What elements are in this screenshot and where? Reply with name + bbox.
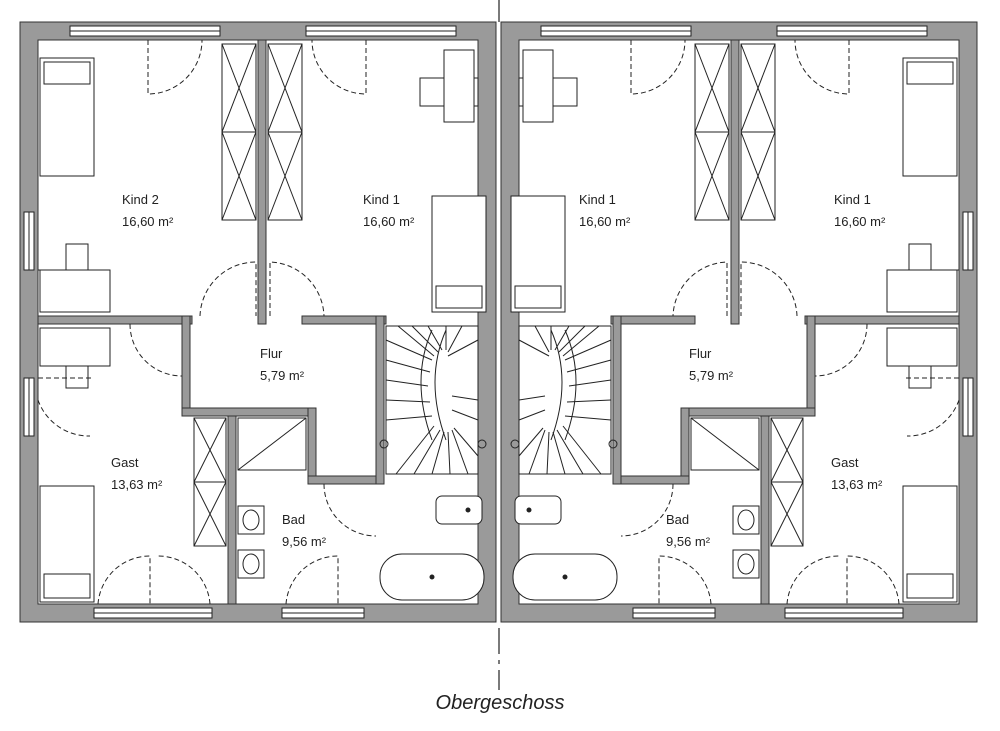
room-area: 9,56 m²	[666, 534, 711, 549]
bathroom-fixtures	[237, 417, 485, 601]
room-name: Flur	[260, 346, 283, 361]
room-name: Kind 1	[579, 192, 616, 207]
room-label-kind-1-right-b: Kind 1 16,60 m²	[834, 192, 885, 230]
room-label-bad-right: Bad 9,56 m²	[666, 512, 710, 550]
room-area: 16,60 m²	[122, 214, 174, 229]
floor-caption: Obergeschoss	[435, 692, 565, 714]
room-label-kind-1-right-a: Kind 1 16,60 m²	[579, 192, 630, 230]
room-label-flur-right: Flur 5,79 m²	[689, 346, 733, 384]
room-name: Gast	[831, 455, 859, 470]
house-right	[500, 21, 978, 623]
room-area: 16,60 m²	[363, 214, 415, 229]
room-name: Bad	[666, 512, 690, 527]
room-area: 16,60 m²	[579, 214, 631, 229]
house-left	[19, 21, 497, 623]
room-name: Kind 2	[122, 192, 159, 207]
room-name: Bad	[282, 512, 306, 527]
room-label-kind-2-left: Kind 2 16,60 m²	[122, 192, 173, 230]
room-area: 16,60 m²	[834, 214, 886, 229]
windows	[540, 25, 974, 619]
room-label-flur-left: Flur 5,79 m²	[260, 346, 304, 384]
room-name: Kind 1	[363, 192, 400, 207]
walls	[500, 21, 978, 623]
room-area: 5,79 m²	[260, 368, 305, 383]
room-label-kind-1-left: Kind 1 16,60 m²	[363, 192, 414, 230]
room-area: 9,56 m²	[282, 534, 327, 549]
doors	[37, 39, 377, 605]
room-area: 13,63 m²	[831, 477, 883, 492]
furniture	[39, 49, 487, 603]
walls	[19, 21, 497, 623]
room-name: Flur	[689, 346, 712, 361]
room-label-gast-left: Gast 13,63 m²	[111, 455, 162, 493]
staircase	[379, 325, 487, 475]
room-label-bad-left: Bad 9,56 m²	[282, 512, 326, 550]
furniture	[510, 49, 958, 603]
room-area: 5,79 m²	[689, 368, 734, 383]
wardrobes	[694, 43, 804, 547]
staircase	[510, 325, 618, 475]
room-name: Kind 1	[834, 192, 871, 207]
doors	[620, 39, 960, 605]
room-label-gast-right: Gast 13,63 m²	[831, 455, 882, 493]
wardrobes	[193, 43, 303, 547]
room-name: Gast	[111, 455, 139, 470]
bathroom-fixtures	[512, 417, 760, 601]
room-area: 13,63 m²	[111, 477, 163, 492]
windows	[23, 25, 457, 619]
